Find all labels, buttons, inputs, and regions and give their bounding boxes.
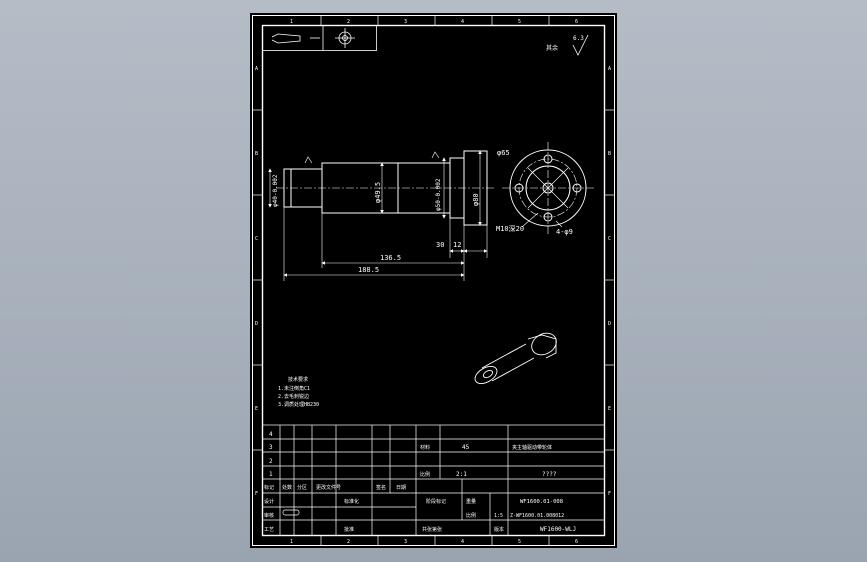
zone-left-a: A: [255, 66, 258, 72]
dim-len-total: 188.5: [358, 266, 379, 274]
roughness-other-label: 其余: [546, 44, 558, 52]
drawing-sheet: 1 2 3 4 5 6 1 2 3 4 5 6 A B C D E F A B …: [250, 13, 617, 548]
dim-len-flange: 12: [453, 241, 461, 249]
zone-bottom-4: 4: [461, 539, 464, 545]
zone-bottom-1: 1: [290, 539, 293, 545]
main-view-dimension-text: 188.5 136.5 30 12 φ40-0.002 φ49.5 φ50-0.…: [272, 174, 480, 274]
tech-req-item-1: 1.未注倒角C1: [278, 385, 310, 392]
rev-row-3: 3: [269, 444, 273, 451]
rev-row-4: 4: [269, 431, 273, 438]
version-label: 版本: [494, 526, 504, 533]
zone-right-f: F: [608, 491, 611, 497]
dim-d-left: φ40-0.002: [272, 174, 279, 207]
role-approve: 批准: [344, 526, 354, 533]
engineering-drawing: 1 2 3 4 5 6 1 2 3 4 5 6 A B C D E F A B …: [252, 15, 615, 546]
inner-border: [261, 24, 606, 537]
projection-symbol: [262, 25, 377, 51]
dim-len-mid: 136.5: [380, 254, 401, 262]
role-review: 审核: [264, 512, 274, 519]
roughness-value: 6.3: [573, 35, 584, 42]
zone-bottom-5: 5: [518, 539, 521, 545]
outer-border: [252, 15, 615, 546]
sheet-label: 共张第张: [422, 526, 442, 533]
rev-header-count: 处数: [282, 484, 292, 491]
material-label: 材料: [420, 444, 430, 451]
zone-labels: 1 2 3 4 5 6 1 2 3 4 5 6 A B C D E F A B …: [255, 19, 611, 545]
zone-right-c: C: [608, 236, 611, 242]
scale-label: 比例: [466, 512, 476, 519]
isometric-view: [474, 332, 557, 384]
zone-bottom-3: 3: [404, 539, 407, 545]
drawing-no-2: Z-WF1600.01.008012: [510, 513, 564, 519]
dim-d-flange: φ80: [472, 193, 480, 206]
ratio-label: 比例: [420, 471, 430, 478]
zone-left-f: F: [255, 491, 258, 497]
stage-label: 阶段标记: [426, 498, 446, 505]
project-name: ????: [542, 471, 557, 478]
roughness-note: 其余 6.3: [546, 34, 589, 56]
main-view-dimensions: [268, 150, 488, 281]
zone-right-e: E: [608, 406, 611, 412]
zone-top-6: 6: [575, 19, 578, 25]
role-standard: 标准化: [344, 498, 359, 505]
zone-top-5: 5: [518, 19, 521, 25]
scale-value: 1:5: [494, 513, 503, 519]
zone-left-e: E: [255, 406, 258, 412]
rev-header-mark: 标记: [264, 484, 274, 491]
rev-header-doc: 更改文件号: [316, 484, 341, 491]
zone-top-1: 1: [290, 19, 293, 25]
roughness-symbol-icon: [572, 34, 589, 56]
zone-left-c: C: [255, 236, 258, 242]
rev-row-1: 1: [269, 471, 273, 478]
zone-top-3: 3: [404, 19, 407, 25]
tech-req-title: 技术要求: [288, 376, 308, 383]
zone-right-d: D: [608, 321, 611, 327]
part-name: 夹主轴驱动带轮体: [512, 444, 552, 451]
rev-header-date: 日期: [396, 485, 406, 491]
dim-d-mid: φ49.5: [374, 182, 382, 203]
dim-len-small: 30: [436, 241, 444, 249]
side-view-dimension-text: φ65 M10深20 4-φ9: [496, 149, 573, 236]
dim-pcd: φ65: [497, 149, 510, 157]
zone-bottom-6: 6: [575, 539, 578, 545]
drawing-no-3: WF1600-WLJ: [540, 526, 576, 533]
zone-ticks: [253, 16, 614, 545]
tech-req-item-3: 3.调质处理HB230: [278, 401, 319, 408]
ratio-value: 2:1: [456, 471, 467, 478]
zone-top-2: 2: [347, 19, 350, 25]
zone-right-a: A: [608, 66, 611, 72]
weight-label: 重量: [466, 498, 476, 505]
role-process: 工艺: [264, 527, 274, 533]
zone-left-d: D: [255, 321, 258, 327]
zone-top-4: 4: [461, 19, 464, 25]
zone-right-b: B: [608, 151, 611, 157]
role-design: 设计: [264, 498, 274, 505]
dim-d-shoulder: φ50-0.002: [435, 178, 442, 211]
title-block: [262, 424, 605, 536]
tech-req-item-2: 2.去毛刺锐边: [278, 393, 309, 400]
rev-row-2: 2: [269, 458, 273, 465]
material-value: 45: [462, 444, 470, 451]
zone-left-b: B: [255, 151, 258, 157]
dim-holes: 4-φ9: [556, 228, 573, 236]
technical-requirements: 技术要求 1.未注倒角C1 2.去毛刺锐边 3.调质处理HB230: [278, 376, 319, 408]
rev-header-sign: 签名: [376, 484, 386, 491]
dim-thread: M10深20: [496, 224, 524, 233]
flange-side-view: [502, 142, 594, 234]
drawing-no-1: WF1600.01-008: [520, 499, 563, 505]
rev-header-zone: 分区: [297, 484, 307, 491]
title-block-text: 4 3 2 1 标记 处数 分区 更改文件号 签名 日期 设计 审核 工艺 标准…: [264, 431, 576, 533]
zone-bottom-2: 2: [347, 539, 350, 545]
shaft-main-view: [276, 150, 496, 226]
